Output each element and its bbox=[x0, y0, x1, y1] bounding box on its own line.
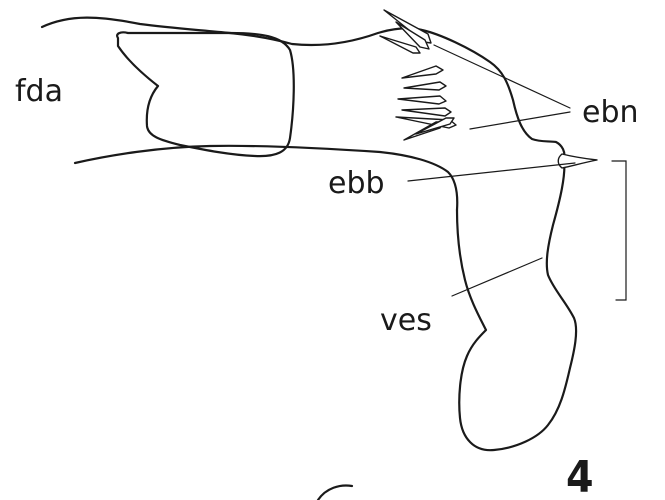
label-ebn: ebn bbox=[582, 95, 639, 130]
ves-leader bbox=[452, 258, 542, 296]
ebb-spine bbox=[558, 154, 597, 168]
segment-upper-outline bbox=[42, 18, 565, 160]
ebb-leader bbox=[408, 163, 575, 181]
spine bbox=[402, 66, 443, 78]
vesica-outline bbox=[457, 160, 576, 450]
next-figure-partial-outline bbox=[318, 486, 352, 500]
scale-bracket bbox=[612, 161, 626, 300]
spine bbox=[384, 10, 431, 43]
figure-number: 4 bbox=[566, 452, 594, 500]
ebn-leader-lower bbox=[470, 112, 570, 129]
spine bbox=[404, 82, 446, 90]
label-fda: fda bbox=[15, 74, 63, 109]
sclerite-outline bbox=[117, 32, 294, 156]
ebn-leader-upper bbox=[434, 45, 570, 108]
spine bbox=[398, 96, 446, 104]
spine bbox=[402, 108, 451, 116]
label-ves: ves bbox=[380, 303, 432, 338]
label-ebb: ebb bbox=[328, 166, 385, 201]
